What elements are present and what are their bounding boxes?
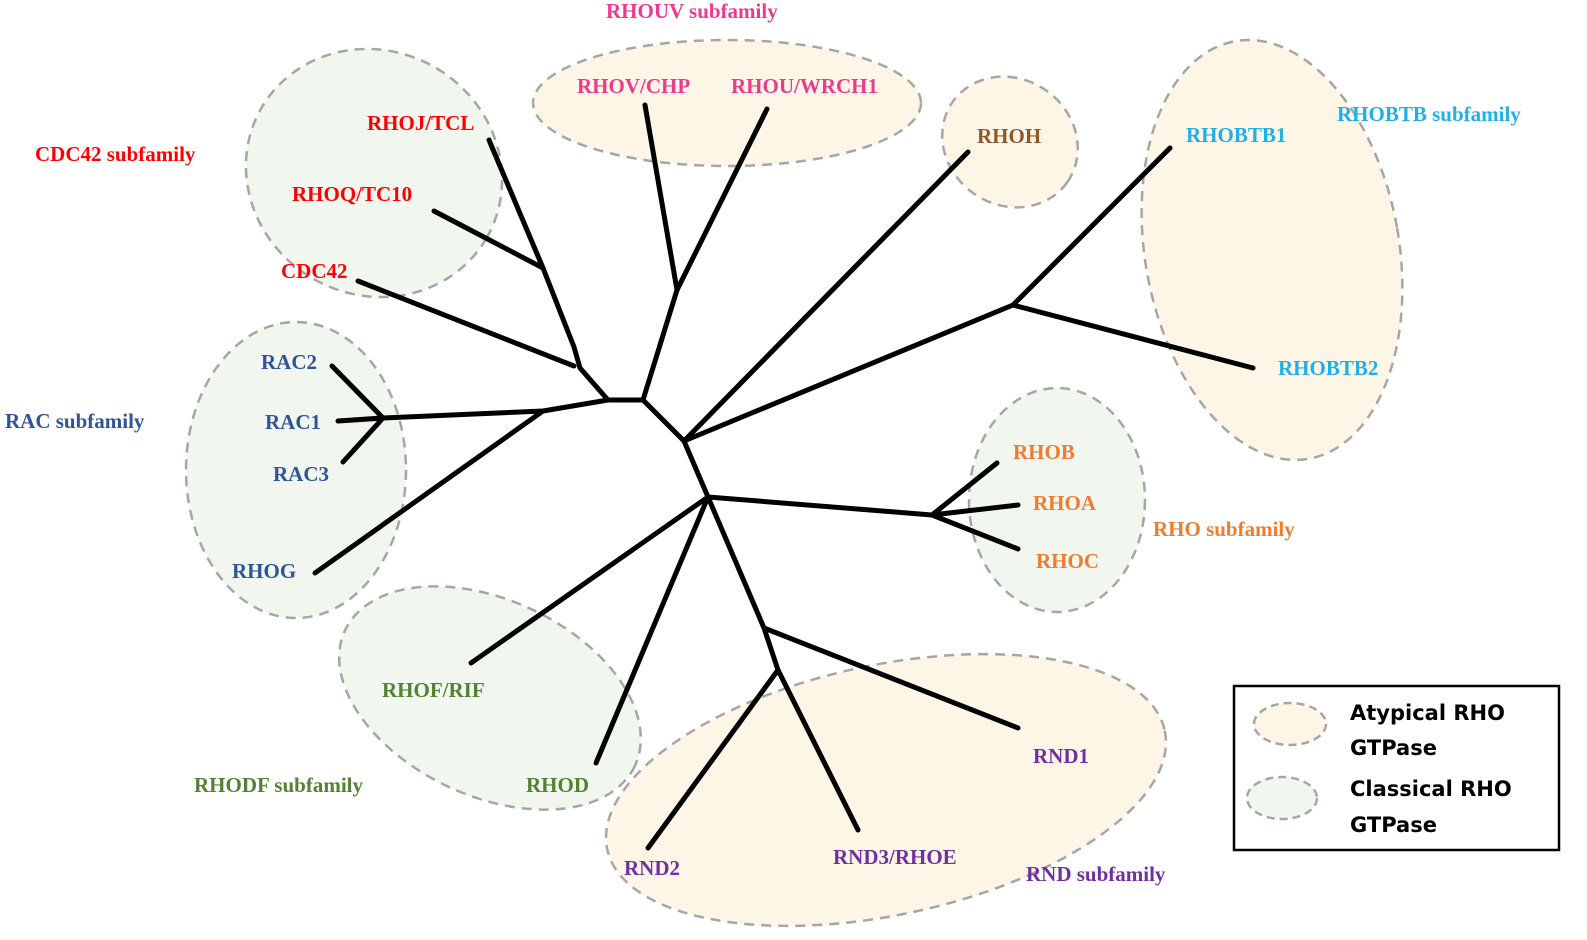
subfamily-label-rhobtb: RHOBTB subfamily <box>1337 102 1521 126</box>
gene-label-rnd2: RND2 <box>624 856 680 880</box>
ellipse-rhobtb-group <box>1140 38 1404 462</box>
gene-label-rhod: RHOD <box>526 773 589 797</box>
branch-rhof <box>468 494 711 666</box>
branch-rhoa <box>929 502 1021 518</box>
subfamily-label-rhodf: RHODF subfamily <box>194 773 363 797</box>
ellipse-rac-group <box>184 320 408 620</box>
branch-rhoc <box>929 512 1021 552</box>
ellipse-rnd-group <box>604 652 1168 928</box>
branch-cdc42 <box>355 278 577 369</box>
gene-label-rhou: RHOU/WRCH1 <box>731 74 878 98</box>
subfamily-label-rho: RHO subfamily <box>1153 517 1295 541</box>
gene-label-rac3: RAC3 <box>273 462 329 486</box>
ellipse-cdc42-group <box>244 47 504 299</box>
group-ellipses <box>184 38 1404 928</box>
subfamily-label-cdc42: CDC42 subfamily <box>35 142 196 166</box>
ellipse-rhoh-group <box>940 75 1080 209</box>
branch-rhoq <box>431 208 546 271</box>
subfamily-label-rhouv: RHOUV subfamily <box>606 0 778 23</box>
ellipse-rhouv-group <box>531 38 923 168</box>
gene-label-rhoj: RHOJ/TCL <box>367 111 474 135</box>
gene-label-rhof: RHOF/RIF <box>382 678 485 702</box>
subfamily-label-rac: RAC subfamily <box>5 409 145 433</box>
ellipse-rho-group <box>967 386 1147 614</box>
legend-swatch-atypical <box>1252 701 1328 747</box>
legend-swatch-classical <box>1245 775 1319 821</box>
tree-branches <box>312 102 1256 851</box>
legend-label-atypical-line1: Atypical RHO <box>1350 701 1505 725</box>
gene-label-rhoc: RHOC <box>1036 549 1099 573</box>
gene-label-cdc42: CDC42 <box>281 259 348 283</box>
gene-label-rhov: RHOV/CHP <box>577 74 690 98</box>
gene-label-rhoh: RHOH <box>977 124 1041 148</box>
branch-rho-stem <box>705 494 935 518</box>
gene-label-rhobtb1: RHOBTB1 <box>1186 123 1286 147</box>
gene-label-rhoq: RHOQ/TC10 <box>292 182 412 206</box>
branch-rhobtb2 <box>1010 302 1256 371</box>
gene-label-rac1: RAC1 <box>265 410 321 434</box>
branch-rac2 <box>329 363 386 421</box>
branch-cdc42-clade <box>486 137 611 403</box>
branch-rac1 <box>335 415 386 424</box>
legend-label-atypical-line2: GTPase <box>1350 736 1437 760</box>
legend: Atypical RHO GTPase Classical RHO GTPase <box>1232 684 1561 852</box>
gene-label-rnd3: RND3/RHOE <box>833 845 957 869</box>
subfamily-labels: CDC42 subfamily RAC subfamily RHOUV subf… <box>5 0 1521 886</box>
legend-label-classical-line1: Classical RHO <box>1350 777 1512 801</box>
branch-rac3 <box>340 415 386 465</box>
branch-rac-stem <box>380 397 611 421</box>
ellipse-rhodf-group <box>337 585 643 811</box>
gene-label-rac2: RAC2 <box>261 350 317 374</box>
branch-rhob <box>929 460 1000 518</box>
branch-rhoh <box>681 149 971 444</box>
branch-core-left <box>605 397 711 500</box>
gene-labels: RHOJ/TCL RHOQ/TC10 CDC42 RAC2 RAC1 RAC3 … <box>232 74 1378 880</box>
gene-label-rhob: RHOB <box>1013 440 1075 464</box>
branch-rhod <box>593 494 711 766</box>
gene-label-rnd1: RND1 <box>1033 744 1089 768</box>
legend-label-classical-line2: GTPase <box>1350 813 1437 837</box>
gene-label-rhog: RHOG <box>232 559 296 583</box>
branch-rnd2 <box>645 667 781 851</box>
branch-rhog <box>312 408 546 576</box>
branch-rhov <box>642 102 680 293</box>
subfamily-label-rnd: RND subfamily <box>1026 862 1166 886</box>
gene-label-rhobtb2: RHOBTB2 <box>1278 356 1378 380</box>
gene-label-rhoa: RHOA <box>1033 491 1097 515</box>
